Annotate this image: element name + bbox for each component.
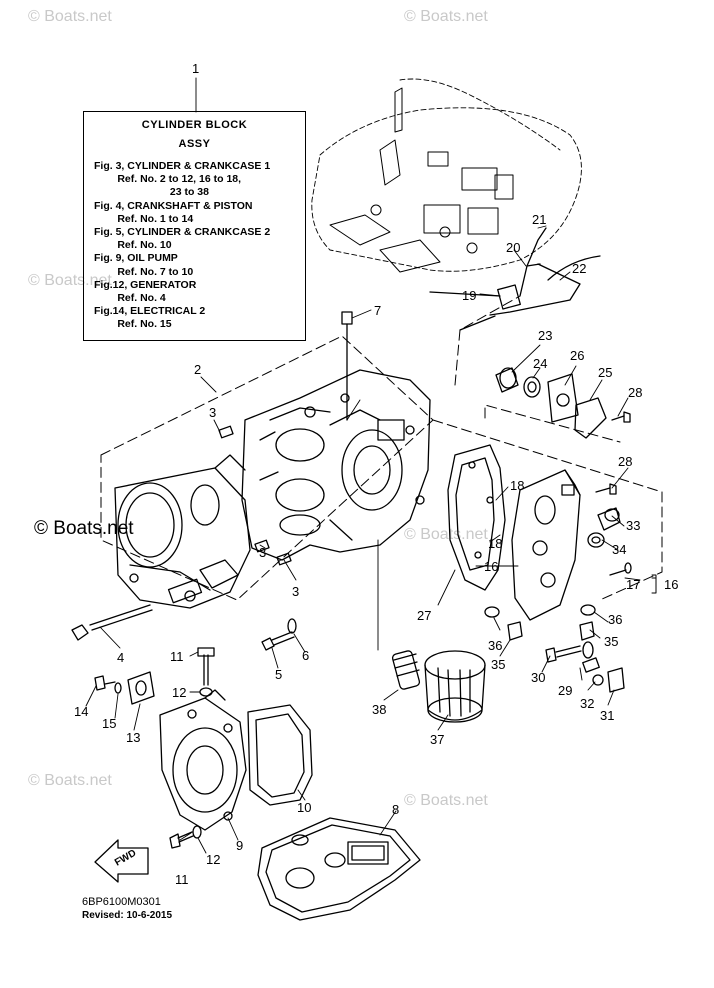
callout-25: 25	[598, 365, 612, 380]
small-bolts	[94, 647, 215, 849]
callout-10: 10	[297, 800, 311, 815]
powerhead-context	[311, 78, 582, 272]
info-line: Ref. No. 4	[94, 292, 166, 305]
callout-18: 18	[510, 478, 524, 493]
info-box-subtitle: ASSY	[178, 138, 211, 150]
callout-29: 29	[558, 683, 572, 698]
callout-3: 3	[292, 584, 299, 599]
callout-14: 14	[74, 704, 88, 719]
callout-11: 11	[170, 649, 184, 664]
fwd-arrow-icon	[94, 839, 149, 883]
callout-18: 18	[488, 536, 502, 551]
callout-35: 35	[491, 657, 505, 672]
info-box-title: CYLINDER BLOCK	[141, 119, 248, 131]
watermark: © Boats.net	[28, 772, 112, 789]
callout-labels: 1 2 3 3 3 4 5 6 7 8 9 10 11 11 12 12 13 …	[74, 61, 678, 887]
callout-36: 36	[608, 612, 622, 627]
callout-22: 22	[572, 261, 586, 276]
cylinder-block	[241, 369, 431, 561]
plug-7	[341, 311, 353, 421]
small-fittings	[484, 507, 632, 693]
callout-27: 27	[417, 608, 431, 623]
callout-28: 28	[628, 385, 642, 400]
info-box: CYLINDER BLOCK ASSY Fig. 3, CYLINDER & C…	[83, 111, 306, 341]
info-line: Ref. No. 15	[94, 318, 172, 331]
gasket-10	[247, 704, 313, 806]
info-line: Fig.14, ELECTRICAL 2	[94, 305, 206, 318]
powerhead-parts	[329, 87, 514, 273]
info-line: Ref. No. 2 to 12, 16 to 18,	[94, 173, 242, 186]
callout-12: 12	[206, 852, 220, 867]
assembly-outline	[100, 295, 663, 601]
watermark: © Boats.net	[404, 8, 488, 25]
callout-4: 4	[117, 650, 124, 665]
info-line: Fig. 9, OIL PUMP	[94, 252, 178, 265]
diagram-code: 6BP6100M0301	[82, 896, 161, 908]
oil-pump-housing	[159, 689, 247, 831]
info-line: Fig. 5, CYLINDER & CRANKCASE 2	[94, 226, 271, 239]
callout-26: 26	[570, 348, 584, 363]
callout-17: 17	[626, 577, 640, 592]
callout-12: 12	[172, 685, 186, 700]
info-line: Ref. No. 10	[94, 239, 172, 252]
watermark: © Boats.net	[404, 526, 488, 543]
callout-21: 21	[532, 212, 546, 227]
callout-28: 28	[618, 454, 632, 469]
callout-24: 24	[533, 356, 547, 371]
info-line: Ref. No. 7 to 10	[94, 265, 194, 278]
bracket-17	[651, 574, 657, 594]
callout-11: 11	[175, 872, 189, 887]
info-line: Fig. 4, CRANKSHAFT & PISTON	[94, 199, 253, 212]
callout-1: 1	[192, 61, 199, 76]
fwd-label: FWD	[113, 848, 138, 869]
callout-8: 8	[392, 802, 399, 817]
callout-37: 37	[430, 732, 444, 747]
revised-date: Revised: 10-6-2015	[82, 910, 173, 921]
callout-15: 15	[102, 716, 116, 731]
watermark-dark: © Boats.net	[34, 518, 134, 539]
info-line: Ref. No. 1 to 14	[94, 212, 194, 225]
callout-33: 33	[626, 518, 640, 533]
watermark: © Boats.net	[28, 8, 112, 25]
dowel-pins	[218, 425, 292, 566]
callout-38: 38	[372, 702, 386, 717]
info-line: Fig. 3, CYLINDER & CRANKCASE 1	[94, 160, 271, 172]
thermostat-parts	[495, 367, 631, 495]
callout-3: 3	[209, 405, 216, 420]
callout-16: 16	[484, 559, 498, 574]
callout-23: 23	[538, 328, 552, 343]
callout-36: 36	[488, 638, 502, 653]
callout-30: 30	[531, 670, 545, 685]
bolts	[71, 604, 297, 651]
callout-5: 5	[275, 667, 282, 682]
callout-19: 19	[462, 288, 476, 303]
cylinder-head	[114, 454, 251, 609]
info-line: Fig.12, GENERATOR	[94, 278, 197, 291]
callout-20: 20	[506, 240, 520, 255]
leader-lines	[85, 77, 657, 854]
oil-filter	[391, 650, 486, 723]
info-line: 23 to 38	[94, 186, 209, 199]
callout-32: 32	[580, 696, 594, 711]
callout-31: 31	[600, 708, 614, 723]
watermark: © Boats.net	[404, 792, 488, 809]
callout-7: 7	[374, 303, 381, 318]
callout-3: 3	[259, 545, 266, 560]
bracket-13	[127, 671, 155, 705]
callout-34: 34	[612, 542, 626, 557]
callout-6: 6	[302, 648, 309, 663]
callout-13: 13	[126, 730, 140, 745]
water-hose	[429, 227, 601, 331]
callout-9: 9	[236, 838, 243, 853]
gasket-8	[257, 817, 421, 921]
callout-16: 16	[664, 577, 678, 592]
callout-2: 2	[194, 362, 201, 377]
cover-16	[511, 469, 581, 621]
gasket-27	[447, 444, 506, 591]
callout-35: 35	[604, 634, 618, 649]
watermark: © Boats.net	[28, 272, 112, 289]
